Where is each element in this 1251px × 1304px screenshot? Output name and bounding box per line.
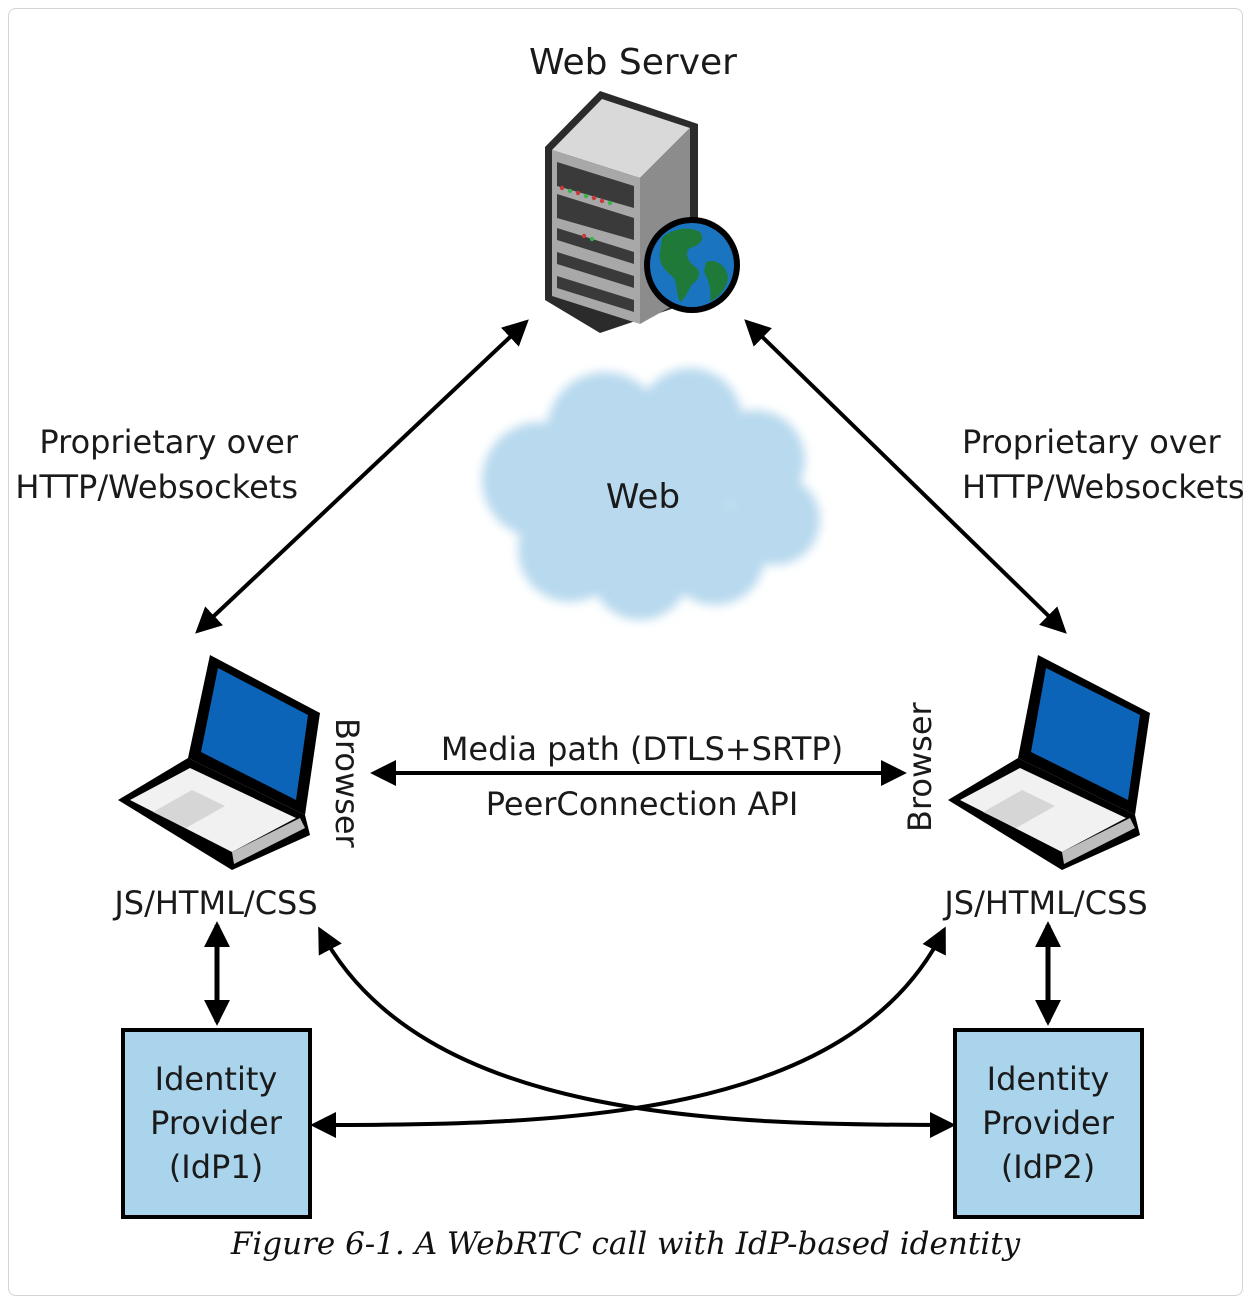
idp2-line2: Provider: [982, 1104, 1115, 1142]
left-server-link-arrow: [195, 319, 529, 634]
peerconnection-label: PeerConnection API: [486, 785, 799, 823]
server-icon: [545, 91, 698, 333]
right-link-label-line1: Proprietary over: [962, 423, 1221, 461]
cloud-label: Web: [606, 477, 680, 517]
left-browser-label: Browser: [328, 718, 366, 849]
idp2-box: Identity Provider (IdP2): [953, 1028, 1144, 1219]
right-stack-label: JS/HTML/CSS: [942, 884, 1147, 922]
left-laptop-icon: [118, 655, 320, 870]
figure-caption: Figure 6-1. A WebRTC call with IdP-based…: [230, 1226, 1021, 1262]
idp1-line1: Identity: [155, 1060, 278, 1098]
idp2-line1: Identity: [987, 1060, 1110, 1098]
right-laptop-icon: [948, 655, 1150, 870]
right-server-link-arrow: [744, 319, 1067, 634]
idp1-line3: (IdP1): [169, 1148, 263, 1186]
left-link-label-line1: Proprietary over: [39, 423, 298, 461]
right-browser-label: Browser: [901, 701, 939, 832]
idp1-line2: Provider: [150, 1104, 283, 1142]
web-server-label: Web Server: [529, 42, 737, 83]
right-link-label-line2: HTTP/Websockets: [962, 468, 1245, 506]
idp2-line3: (IdP2): [1001, 1148, 1095, 1186]
left-stack-label: JS/HTML/CSS: [112, 884, 317, 922]
left-link-label-line2: HTTP/Websockets: [15, 468, 298, 506]
globe-icon: [644, 217, 740, 313]
web-cloud: Web: [482, 368, 820, 620]
media-path-label: Media path (DTLS+SRTP): [441, 730, 843, 768]
cross-arrow-idp1-to-right-stack: [310, 926, 946, 1138]
idp1-box: Identity Provider (IdP1): [121, 1028, 312, 1219]
